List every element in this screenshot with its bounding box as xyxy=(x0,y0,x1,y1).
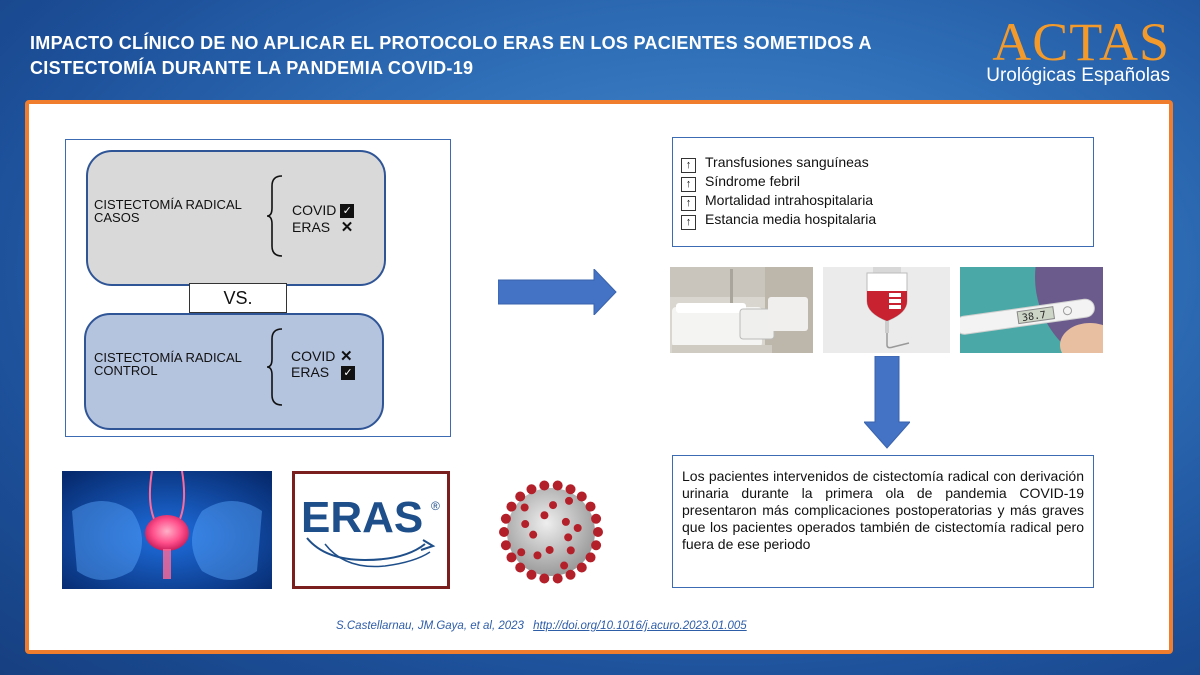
logo-main-text: ACTAS xyxy=(992,12,1170,72)
up-arrow-icon: ↑ xyxy=(681,158,696,173)
eras-logo-text: ERAS xyxy=(301,493,423,542)
up-arrow-icon: ↑ xyxy=(681,215,696,230)
control-covid-label: COVID xyxy=(291,348,336,364)
logo-sub-text: Urológicas Españolas xyxy=(986,65,1170,86)
cases-covid-row: COVID ✓ xyxy=(292,202,355,219)
cases-eras-row: ERAS ✕ xyxy=(292,219,354,235)
bladder-icon xyxy=(62,471,272,589)
actas-logo: ACTAS Urológicas Españolas xyxy=(986,14,1170,86)
conclusion-box: Los pacientes intervenidos de cistectomí… xyxy=(672,455,1094,588)
check-icon: ✓ xyxy=(340,204,355,219)
thermometer-icon: 38.7 xyxy=(960,267,1103,353)
eras-logo-icon: ERAS ® xyxy=(301,493,440,568)
citation-link[interactable]: http://doi.org/10.1016/j.acuro.2023.01.0… xyxy=(533,620,747,632)
control-label-line1: CISTECTOMÍA RADICAL xyxy=(94,350,242,365)
result-item: ↑Mortalidad intrahospitalaria xyxy=(681,192,1093,211)
control-group: CISTECTOMÍA RADICAL CONTROL COVID ✕ ERAS… xyxy=(84,313,384,430)
title-line-2: CISTECTOMÍA DURANTE LA PANDEMIA COVID-19 xyxy=(30,58,474,78)
up-arrow-icon: ↑ xyxy=(681,196,696,211)
vs-label: VS. xyxy=(189,283,287,313)
thermometer-image: 38.7 xyxy=(960,267,1103,353)
control-eras-label: ERAS xyxy=(291,364,330,380)
control-brace xyxy=(266,328,283,406)
main-panel: CISTECTOMÍA RADICAL CASOS COVID ✓ ERAS ✕… xyxy=(25,100,1173,654)
cases-label-line2: CASOS xyxy=(94,210,140,225)
result-item: ↑Transfusiones sanguíneas xyxy=(681,154,1093,173)
cases-brace xyxy=(266,175,283,257)
page-title: IMPACTO CLÍNICO DE NO APLICAR EL PROTOCO… xyxy=(30,31,930,81)
cases-group: CISTECTOMÍA RADICAL CASOS COVID ✓ ERAS ✕ xyxy=(86,150,386,286)
blood-bag-icon xyxy=(823,267,950,353)
eras-logo-image: ERAS ® xyxy=(292,471,450,589)
check-icon: ✓ xyxy=(341,366,356,381)
down-arrow-icon xyxy=(864,356,910,449)
result-item: ↑Estancia media hospitalaria xyxy=(681,211,1093,230)
eras-registered-mark: ® xyxy=(431,499,440,513)
citation-authors: S.Castellarnau, JM.Gaya, et al, 2023 xyxy=(336,620,524,632)
cases-covid-label: COVID xyxy=(292,202,337,218)
right-arrow-icon xyxy=(498,269,617,315)
cases-eras-label: ERAS xyxy=(292,219,331,235)
result-item: ↑Síndrome febril xyxy=(681,173,1093,192)
coronavirus-image xyxy=(492,473,610,591)
blood-bag-image xyxy=(823,267,950,353)
hospital-bed-icon xyxy=(670,267,813,353)
control-covid-row: COVID ✕ xyxy=(291,348,353,364)
citation: S.Castellarnau, JM.Gaya, et al, 2023 htt… xyxy=(336,620,747,632)
bladder-anatomy-image xyxy=(62,471,272,589)
control-label: CISTECTOMÍA RADICAL CONTROL xyxy=(94,351,242,377)
thermometer-reading: 38.7 xyxy=(1021,310,1046,324)
cases-label-line1: CISTECTOMÍA RADICAL xyxy=(94,197,242,212)
control-label-line2: CONTROL xyxy=(94,363,158,378)
results-box: ↑Transfusiones sanguíneas ↑Síndrome febr… xyxy=(672,137,1094,247)
x-icon: ✕ xyxy=(339,348,353,366)
coronavirus-icon xyxy=(499,480,603,584)
control-eras-row: ERAS ✓ xyxy=(291,364,356,381)
hospital-bed-image xyxy=(670,267,813,353)
cases-label: CISTECTOMÍA RADICAL CASOS xyxy=(94,198,242,224)
x-icon: ✕ xyxy=(340,219,354,237)
comparison-box: CISTECTOMÍA RADICAL CASOS COVID ✓ ERAS ✕… xyxy=(65,139,451,437)
up-arrow-icon: ↑ xyxy=(681,177,696,192)
title-line-1: IMPACTO CLÍNICO DE NO APLICAR EL PROTOCO… xyxy=(30,33,872,53)
